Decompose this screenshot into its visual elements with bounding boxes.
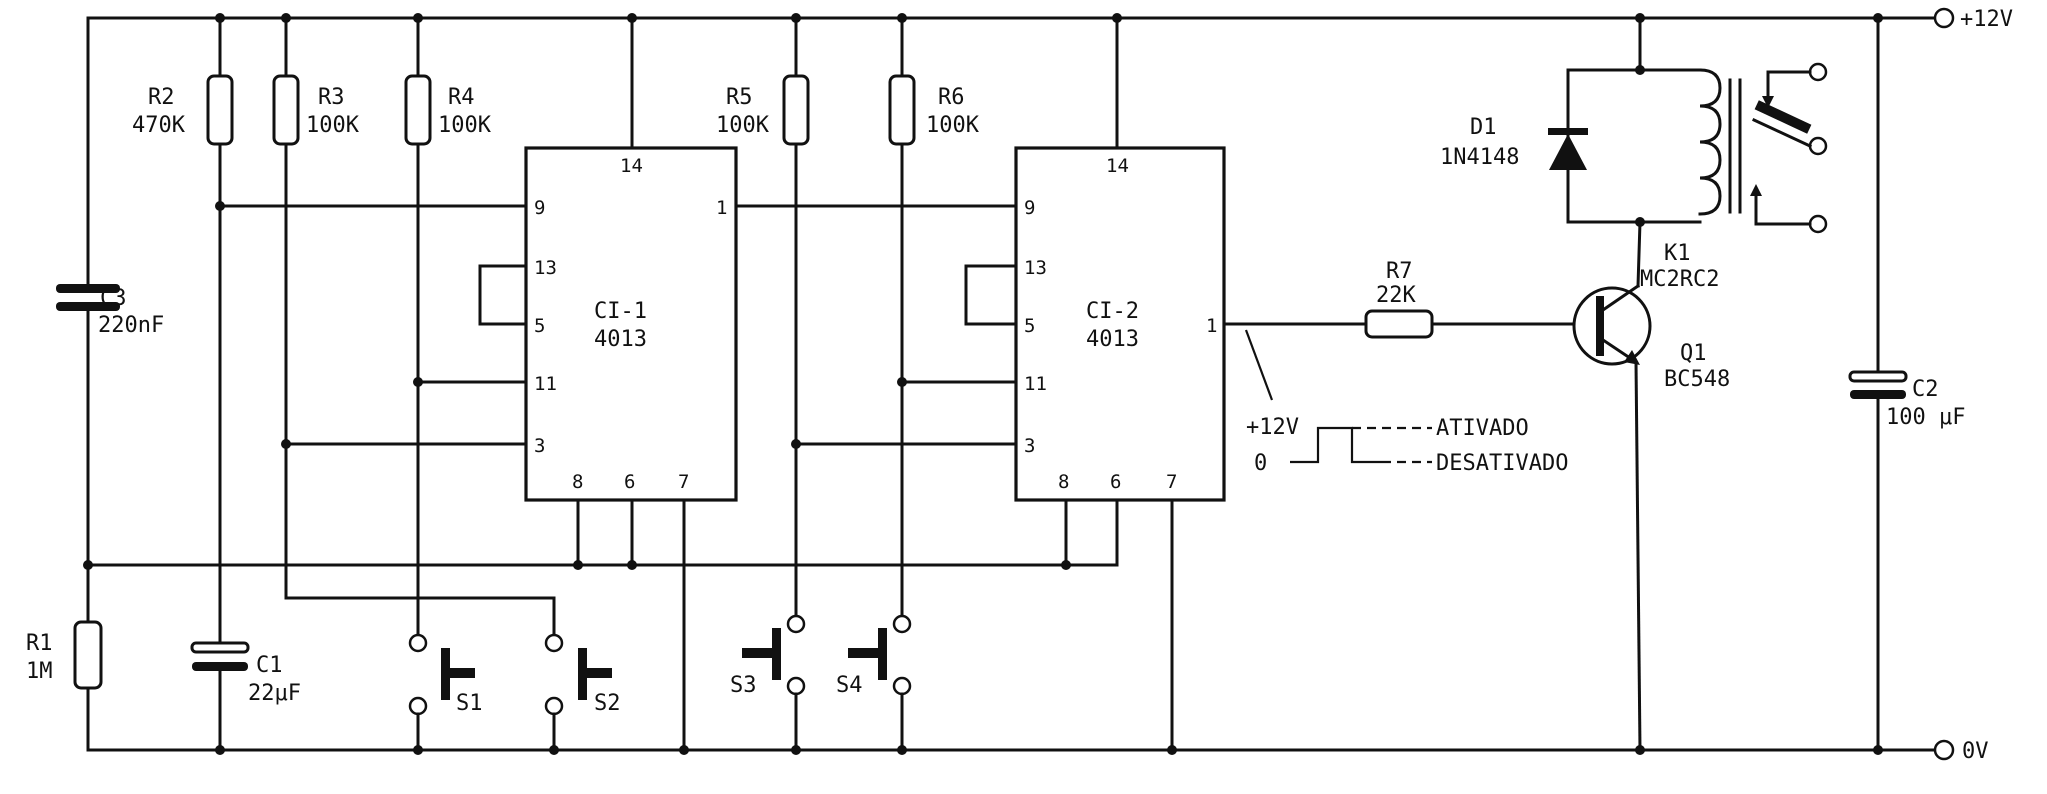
ground-rail-label: 0V	[1962, 739, 1989, 764]
q1-value: BC548	[1664, 367, 1730, 392]
ground-rail: 0V	[86, 739, 1989, 764]
ci1-pin9: 9	[534, 197, 545, 219]
resistor-r5: R5 100K	[716, 13, 810, 626]
r7-value: 22K	[1376, 283, 1416, 308]
s3-label: S3	[730, 673, 757, 698]
ic-ci1: 14 9 1 13 5 11 3 8 6 7 CI-1 4013	[218, 13, 738, 752]
capacitor-c2: C2 100 μF	[1848, 13, 1965, 752]
ci1-pin11: 11	[534, 373, 557, 395]
note-high-state: ATIVADO	[1436, 416, 1529, 441]
ci1-pin1: 1	[716, 197, 727, 219]
ci2-pin14: 14	[1106, 155, 1129, 177]
ci1-pin5: 5	[534, 315, 545, 337]
relay-k1: K1 MC2RC2	[1640, 62, 1828, 292]
ci2-pin11: 11	[1024, 373, 1047, 395]
s2-label: S2	[594, 691, 621, 716]
r5-value: 100K	[716, 113, 770, 138]
r2-value: 470K	[132, 113, 186, 138]
s4-label: S4	[836, 673, 863, 698]
ci1-name: CI-1	[594, 299, 647, 324]
ci1-pin7: 7	[678, 471, 689, 493]
d1-value: 1N4148	[1440, 145, 1519, 170]
r6-value: 100K	[926, 113, 980, 138]
resistor-r3: R3 100K	[272, 13, 360, 600]
ci1-pin13: 13	[534, 257, 557, 279]
ci2-pin5: 5	[1024, 315, 1035, 337]
r2-name: R2	[148, 85, 175, 110]
diode-d1: D1 1N4148	[1440, 13, 1702, 227]
resistor-r1: R1 1M	[26, 563, 103, 752]
r4-name: R4	[448, 85, 475, 110]
c3-value: 220nF	[98, 313, 164, 338]
s1-label: S1	[456, 691, 483, 716]
capacitor-c1: C1 22μF	[190, 641, 301, 752]
ci1-pin3: 3	[534, 435, 545, 457]
r6-name: R6	[938, 85, 965, 110]
ci1-pin6: 6	[624, 471, 635, 493]
k1-value: MC2RC2	[1640, 267, 1719, 292]
note-low-level: 0	[1254, 451, 1267, 476]
transistor-q1: Q1 BC548	[1572, 220, 1730, 752]
ci2-name: CI-2	[1086, 299, 1139, 324]
switch-s1: S1	[408, 633, 483, 752]
capacitor-c3: C3 220nF	[56, 16, 164, 567]
positive-rail: +12V	[86, 7, 2013, 32]
switch-s2: S2	[544, 633, 621, 752]
output-level-note: +12V 0 ATIVADO DESATIVADO	[1244, 329, 1568, 476]
k1-name: K1	[1664, 241, 1691, 266]
q1-name: Q1	[1680, 341, 1707, 366]
ci1-pin8: 8	[572, 471, 583, 493]
ci1-pin14: 14	[620, 155, 643, 177]
r1-value: 1M	[26, 659, 53, 684]
ci2-pin1: 1	[1206, 315, 1217, 337]
note-high-level: +12V	[1246, 415, 1299, 440]
c1-value: 22μF	[248, 681, 301, 706]
r1-name: R1	[26, 631, 53, 656]
ic-ci2: 14 9 1 13 5 11 3 8 6 7 CI-2 4013	[794, 13, 1226, 755]
c3-name: C3	[100, 286, 127, 311]
ci2-part: 4013	[1086, 327, 1139, 352]
ci1-part: 4013	[594, 327, 647, 352]
resistor-r4: R4 100K	[404, 13, 492, 636]
ci2-pin8: 8	[1058, 471, 1069, 493]
ground-terminal	[1933, 739, 1955, 761]
resistor-r7: R7 22K	[1222, 259, 1580, 339]
positive-terminal	[1933, 7, 1955, 29]
switch-s3: S3	[730, 614, 806, 752]
r5-name: R5	[726, 85, 753, 110]
r3-name: R3	[318, 85, 345, 110]
c1-name: C1	[256, 653, 283, 678]
r3-value: 100K	[306, 113, 360, 138]
d1-name: D1	[1470, 115, 1497, 140]
ci2-pin13: 13	[1024, 257, 1047, 279]
switch-s4: S4	[836, 614, 912, 752]
ci2-pin3: 3	[1024, 435, 1035, 457]
ci2-pin6: 6	[1110, 471, 1121, 493]
positive-rail-label: +12V	[1960, 7, 2013, 32]
note-low-state: DESATIVADO	[1436, 451, 1568, 476]
r4-value: 100K	[438, 113, 492, 138]
c2-value: 100 μF	[1886, 405, 1965, 430]
resistor-r2: R2 470K	[132, 13, 234, 642]
ci2-pin7: 7	[1166, 471, 1177, 493]
c2-name: C2	[1912, 377, 1939, 402]
ci2-pin9: 9	[1024, 197, 1035, 219]
r7-name: R7	[1386, 259, 1413, 284]
